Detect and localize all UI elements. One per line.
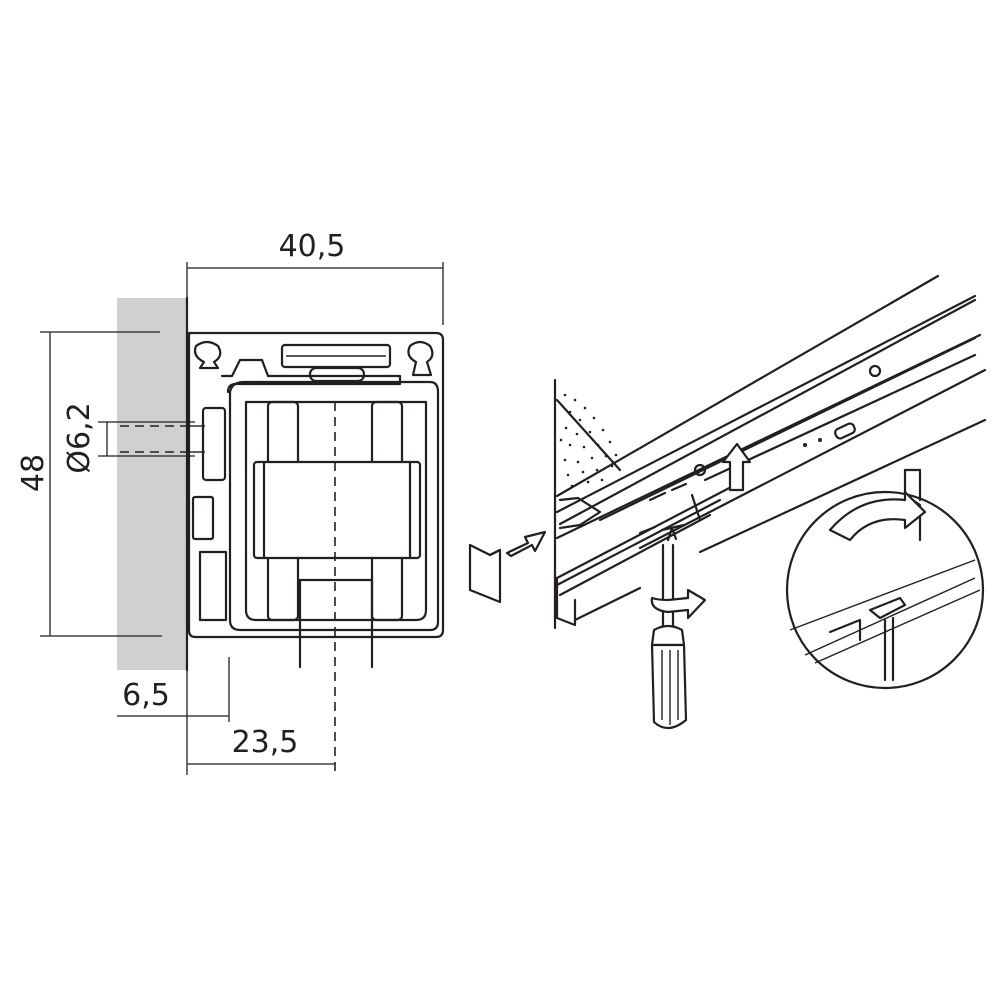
rail-perspective xyxy=(555,274,987,627)
dimension-width-label: 40,5 xyxy=(279,229,346,264)
dimension-hole-label: Ø6,2 xyxy=(62,402,97,473)
wall-section xyxy=(117,298,187,670)
lift-arrow-icon xyxy=(721,442,752,492)
rail-profile xyxy=(187,331,445,775)
plaster-texture xyxy=(559,393,618,488)
detail-magnifier xyxy=(785,468,985,690)
mounting-illustration xyxy=(468,274,987,730)
dimension-width: 40,5 xyxy=(186,229,444,325)
end-cap-part xyxy=(468,543,502,604)
dimension-wall-offset: 6,5 xyxy=(117,657,230,722)
dimension-hole: Ø6,2 xyxy=(62,402,195,474)
curved-arrow-icon xyxy=(828,490,927,542)
screwdriver-icon xyxy=(650,523,688,730)
dimension-wall-offset-label: 6,5 xyxy=(122,678,170,713)
dimension-height: 48 xyxy=(16,331,162,637)
rotate-arrow-icon xyxy=(650,588,707,620)
dimension-center-offset: 23,5 xyxy=(186,670,335,775)
push-arrow-icon xyxy=(505,530,547,558)
dimension-center-offset-label: 23,5 xyxy=(232,725,299,760)
cross-section-view: 40,5 48 Ø6,2 6,5 23,5 xyxy=(16,229,445,775)
dimension-height-label: 48 xyxy=(16,454,51,492)
